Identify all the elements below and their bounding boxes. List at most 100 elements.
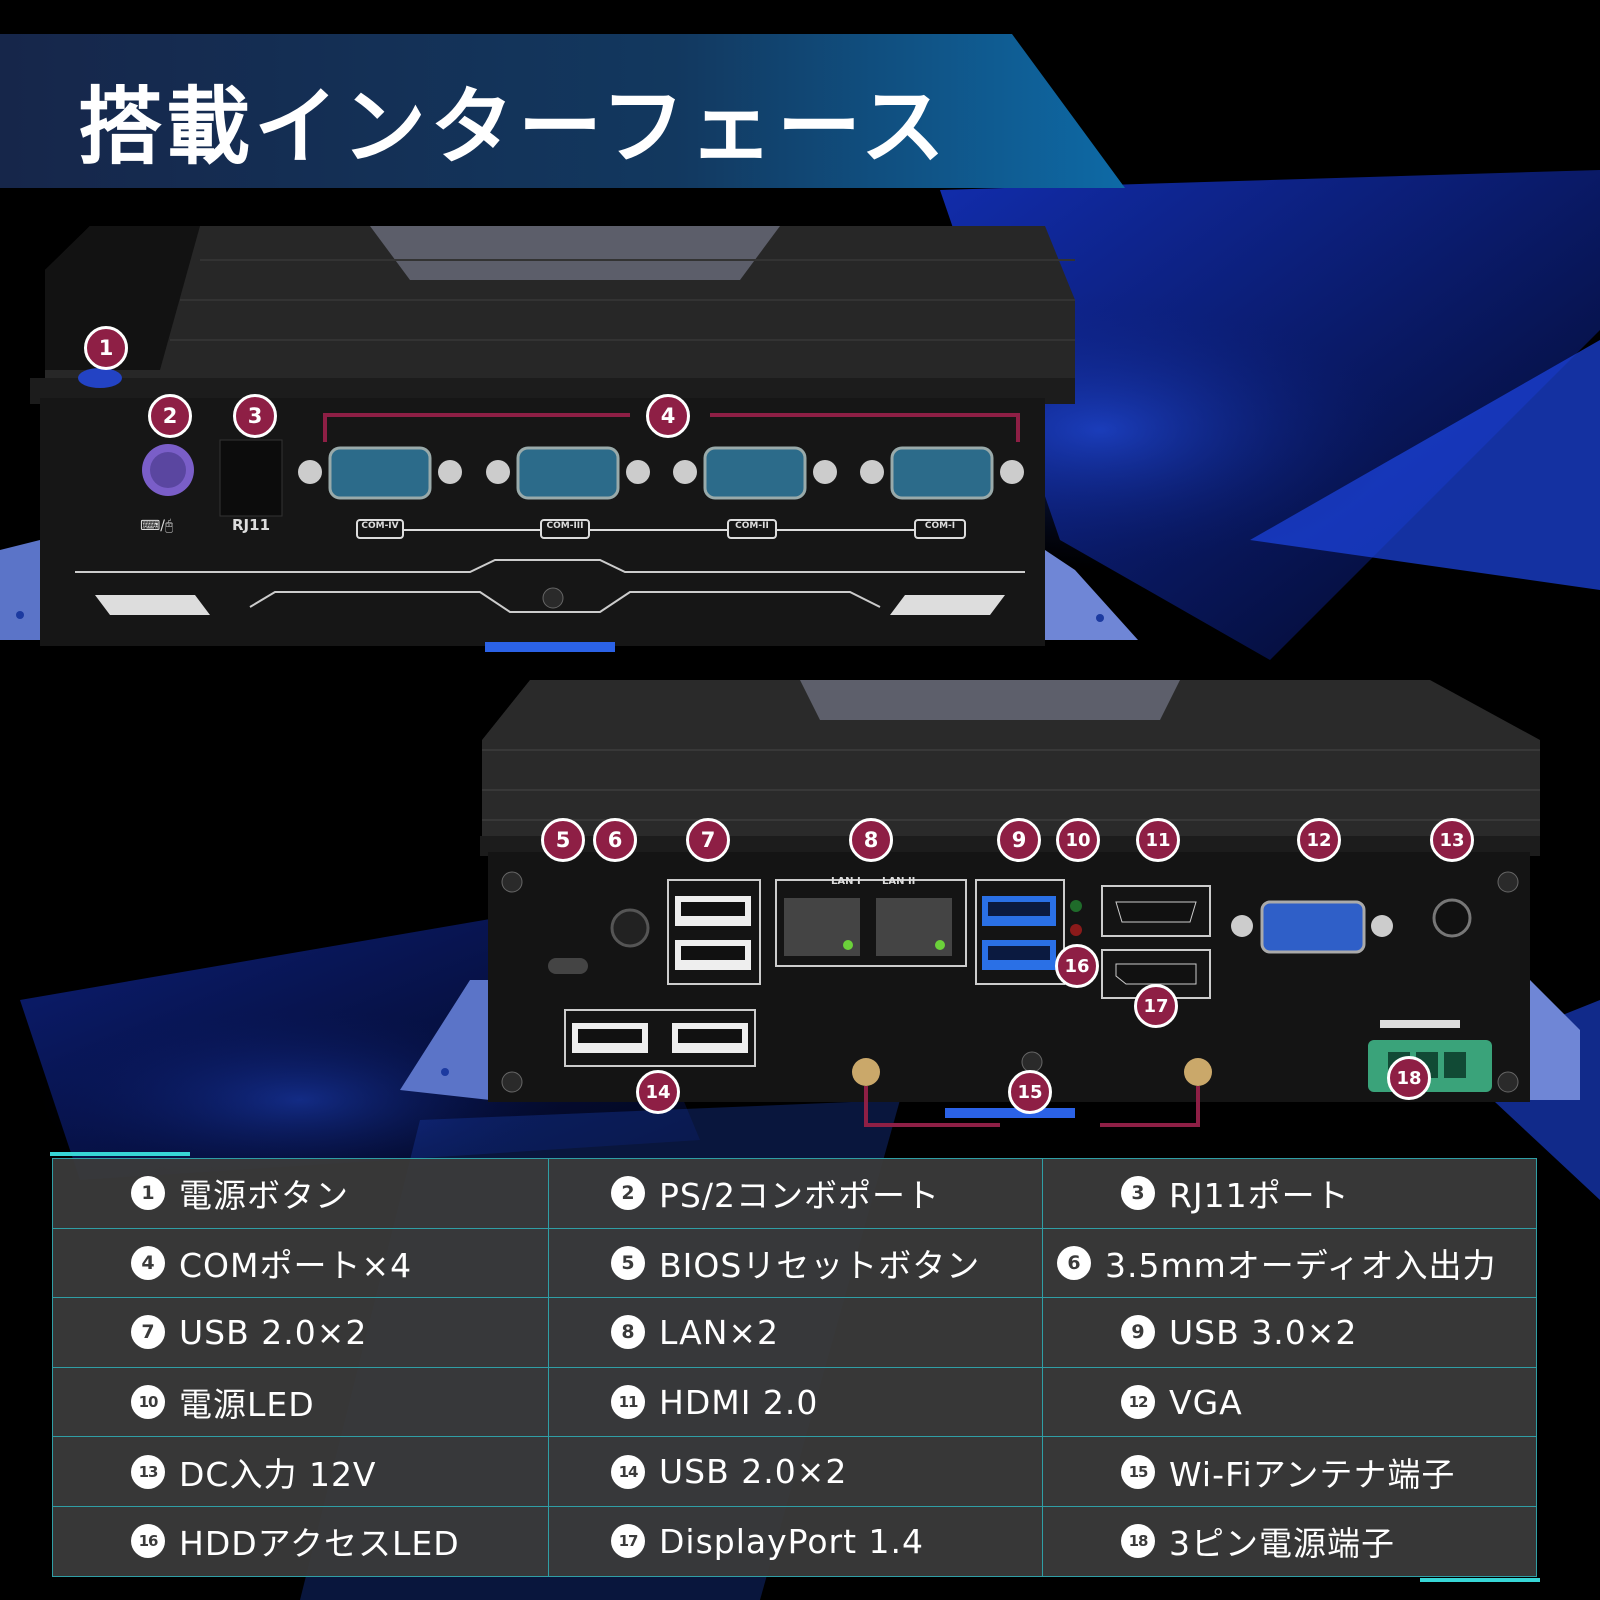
item-number-badge: 1 bbox=[131, 1176, 165, 1211]
item-label: PS/2コンボポート bbox=[659, 1176, 940, 1216]
table-cell: 2 PS/2コンボポート bbox=[548, 1158, 1043, 1229]
page-title: 搭載インターフェース bbox=[78, 78, 949, 176]
item-number-badge: 2 bbox=[611, 1176, 645, 1211]
com-port-label: COM-II bbox=[735, 521, 769, 531]
callout-badge: 1 bbox=[84, 326, 128, 370]
com-port-label: COM-III bbox=[546, 521, 584, 531]
com-port-label: COM-IV bbox=[361, 521, 399, 531]
item-label: USB 2.0×2 bbox=[659, 1452, 848, 1492]
com-port-label: COM-I bbox=[924, 521, 956, 531]
spec-item: 13 DC入力 12V bbox=[54, 1448, 548, 1496]
table-row: 7 USB 2.0×2 8 LAN×2 9 USB 3.0×2 bbox=[52, 1297, 1537, 1368]
spec-item: 4 COMポート×4 bbox=[54, 1239, 548, 1287]
callout-badge: 18 bbox=[1387, 1056, 1431, 1100]
table-cell: 4 COMポート×4 bbox=[52, 1227, 549, 1299]
lan-port-label: LAN I bbox=[831, 876, 861, 887]
table-cell: 18 3ピン電源端子 bbox=[1042, 1505, 1537, 1577]
item-label: USB 2.0×2 bbox=[179, 1312, 368, 1352]
spec-item: 16 HDDアクセスLED bbox=[54, 1517, 548, 1565]
table-accent-bottom bbox=[1420, 1578, 1540, 1582]
title-banner bbox=[0, 34, 1125, 188]
item-label: DisplayPort 1.4 bbox=[659, 1521, 925, 1561]
item-number-badge: 10 bbox=[131, 1385, 165, 1420]
callout-badge: 14 bbox=[636, 1070, 680, 1114]
callout-badge: 6 bbox=[593, 818, 637, 862]
callout-badge: 11 bbox=[1136, 818, 1180, 862]
callout-badge: 8 bbox=[849, 818, 893, 862]
table-cell: 15 Wi-Fiアンテナ端子 bbox=[1042, 1436, 1537, 1507]
rj11-port-label: RJ11 bbox=[232, 516, 271, 534]
callout-badge: 13 bbox=[1430, 818, 1474, 862]
item-label: LAN×2 bbox=[659, 1312, 780, 1352]
spec-item: 2 PS/2コンボポート bbox=[550, 1169, 1042, 1217]
spec-item: 18 3ピン電源端子 bbox=[1044, 1517, 1536, 1565]
item-label: 3ピン電源端子 bbox=[1169, 1524, 1395, 1564]
callout-badge: 2 bbox=[148, 394, 192, 438]
item-label: HDMI 2.0 bbox=[659, 1382, 819, 1422]
banner-shape bbox=[0, 34, 1125, 188]
table-row: 13 DC入力 12V 14 USB 2.0×2 15 Wi-Fiアンテナ端子 bbox=[52, 1436, 1537, 1507]
table-cell: 7 USB 2.0×2 bbox=[52, 1297, 549, 1368]
callout-badge: 10 bbox=[1056, 818, 1100, 862]
spec-item: 10 電源LED bbox=[54, 1378, 548, 1426]
callout-badge: 7 bbox=[686, 818, 730, 862]
callout-badge: 17 bbox=[1134, 984, 1178, 1028]
callout-badge: 12 bbox=[1297, 818, 1341, 862]
item-label: Wi-Fiアンテナ端子 bbox=[1169, 1454, 1456, 1494]
table-cell: 8 LAN×2 bbox=[548, 1297, 1043, 1368]
item-number-badge: 18 bbox=[1121, 1524, 1155, 1559]
table-cell: 16 HDDアクセスLED bbox=[52, 1505, 549, 1577]
item-number-badge: 7 bbox=[131, 1315, 165, 1350]
spec-item: 9 USB 3.0×2 bbox=[1044, 1312, 1536, 1352]
item-number-badge: 13 bbox=[131, 1454, 165, 1489]
callout-badge: 9 bbox=[997, 818, 1041, 862]
item-number-badge: 12 bbox=[1121, 1385, 1155, 1420]
item-label: DC入力 12V bbox=[179, 1454, 377, 1494]
spec-item: 7 USB 2.0×2 bbox=[54, 1312, 548, 1352]
item-label: USB 3.0×2 bbox=[1169, 1312, 1358, 1352]
item-number-badge: 9 bbox=[1121, 1315, 1155, 1350]
item-number-badge: 16 bbox=[131, 1524, 165, 1559]
item-label: BIOSリセットボタン bbox=[659, 1245, 981, 1285]
item-number-badge: 15 bbox=[1121, 1454, 1155, 1489]
callout-badge: 15 bbox=[1008, 1070, 1052, 1114]
callout-badge: 3 bbox=[233, 394, 277, 438]
rear-panel: LAN I LAN II 5 6 7 8 9 10 11 12 13 14 15… bbox=[400, 680, 1580, 1130]
item-label: HDDアクセスLED bbox=[179, 1524, 460, 1564]
item-label: 電源LED bbox=[179, 1385, 315, 1425]
table-cell: 10 電源LED bbox=[52, 1366, 549, 1438]
item-label: COMポート×4 bbox=[179, 1245, 413, 1285]
lan-port-label: LAN II bbox=[882, 876, 916, 887]
callout-badge: 5 bbox=[541, 818, 585, 862]
item-number-badge: 8 bbox=[611, 1315, 645, 1350]
item-label: RJ11ポート bbox=[1169, 1176, 1350, 1216]
spec-item: 14 USB 2.0×2 bbox=[550, 1452, 1042, 1492]
item-number-badge: 14 bbox=[611, 1454, 645, 1489]
callout-badge: 4 bbox=[646, 394, 690, 438]
item-number-badge: 4 bbox=[131, 1245, 165, 1280]
table-cell: 13 DC入力 12V bbox=[52, 1436, 549, 1507]
spec-item: 15 Wi-Fiアンテナ端子 bbox=[1044, 1448, 1536, 1496]
item-label: 3.5mmオーディオ入出力 bbox=[1105, 1245, 1497, 1285]
table-cell: 14 USB 2.0×2 bbox=[548, 1436, 1043, 1507]
callout-badge: 16 bbox=[1055, 944, 1099, 988]
